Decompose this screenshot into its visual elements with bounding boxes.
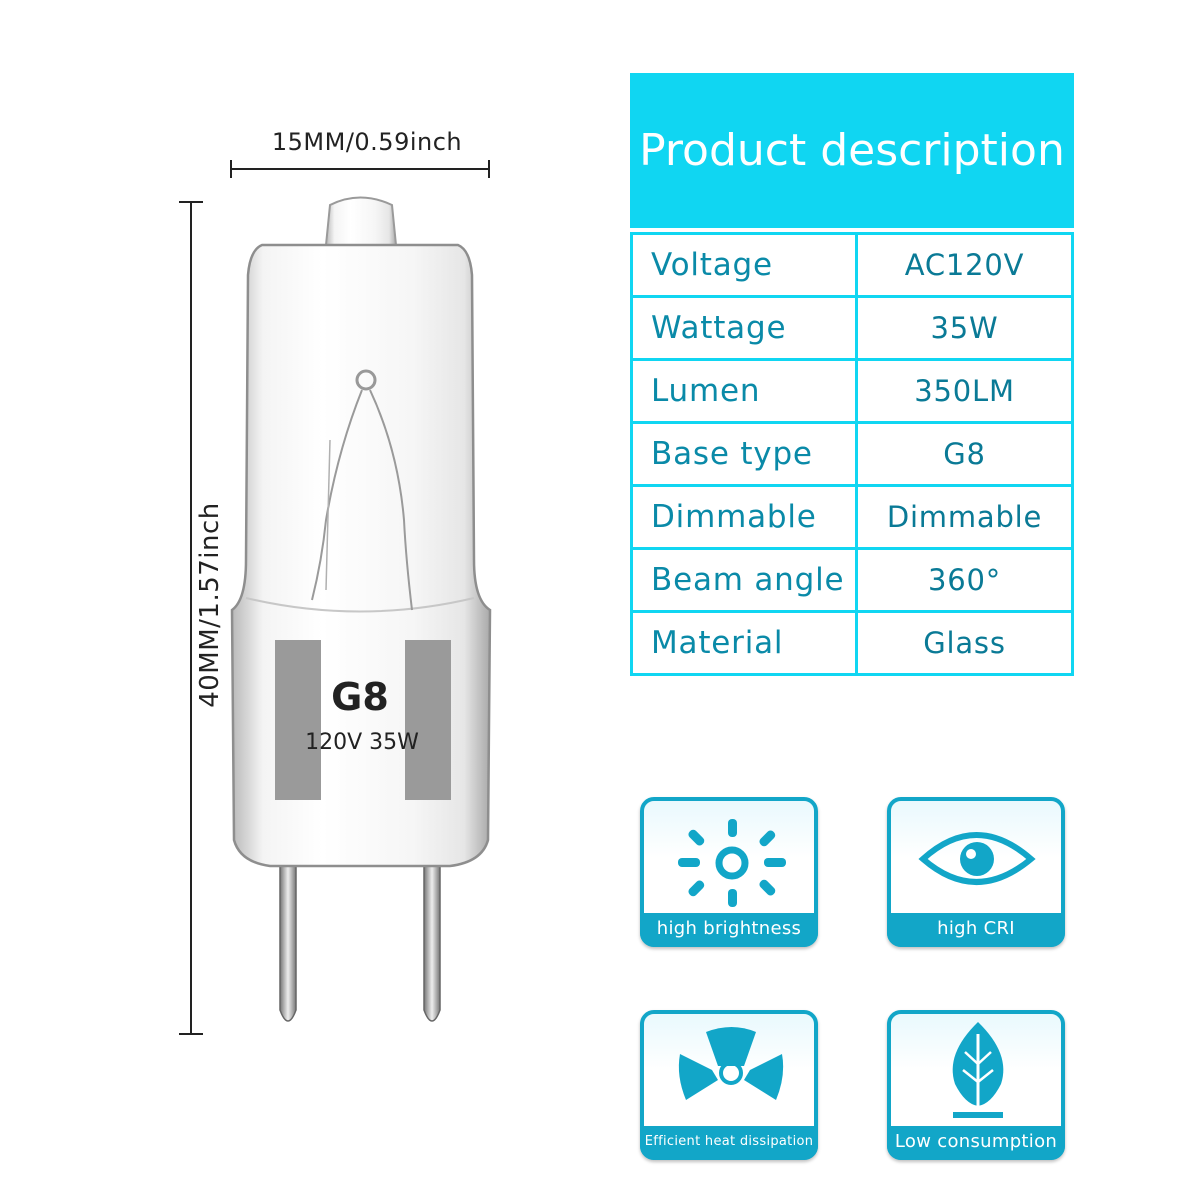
spec-key: Beam angle <box>630 547 858 613</box>
spec-key: Lumen <box>630 358 858 424</box>
spec-table: Voltage AC120V Wattage 35W Lumen 350LM B… <box>630 232 1074 676</box>
feature-label: Low consumption <box>887 1126 1065 1160</box>
spec-row-wattage: Wattage 35W <box>630 295 1074 361</box>
eye-icon <box>918 832 1036 885</box>
bulb-drawing <box>230 196 492 1022</box>
spec-value: 360° <box>855 547 1074 613</box>
spec-key: Voltage <box>630 232 858 298</box>
spec-row-beam-angle: Beam angle 360° <box>630 547 1074 613</box>
feature-heat-dissipation: Efficient heat dissipation <box>640 1010 818 1160</box>
spec-key: Base type <box>630 421 858 487</box>
spec-row-material: Material Glass <box>630 610 1074 676</box>
g8-bulb-illustration: G8 120V 35W <box>180 190 540 1044</box>
spec-row-lumen: Lumen 350LM <box>630 358 1074 424</box>
width-dimension-line <box>230 160 490 178</box>
leaf-icon <box>952 1022 1004 1118</box>
fan-icon <box>678 1027 784 1100</box>
spec-row-base-type: Base type G8 <box>630 421 1074 487</box>
feature-label: high CRI <box>887 913 1065 947</box>
bulb-rating-label: 120V 35W <box>305 730 419 755</box>
spec-value: Dimmable <box>855 484 1074 550</box>
spec-value: Glass <box>855 610 1074 676</box>
width-dimension-label: 15MM/0.59inch <box>271 128 463 156</box>
spec-value: 35W <box>855 295 1074 361</box>
feature-low-consumption: Low consumption <box>887 1010 1065 1160</box>
height-dimension-line <box>179 201 203 1035</box>
spec-row-dimmable: Dimmable Dimmable <box>630 484 1074 550</box>
spec-value: AC120V <box>855 232 1074 298</box>
sun-icon <box>678 819 786 907</box>
bulb-base-label: G8 <box>331 675 389 719</box>
spec-key: Material <box>630 610 858 676</box>
feature-high-brightness: high brightness <box>640 797 818 947</box>
feature-label: high brightness <box>640 913 818 947</box>
feature-high-cri: high CRI <box>887 797 1065 947</box>
spec-row-voltage: Voltage AC120V <box>630 232 1074 298</box>
spec-value: 350LM <box>855 358 1074 424</box>
spec-key: Wattage <box>630 295 858 361</box>
feature-label: Efficient heat dissipation <box>640 1126 818 1160</box>
product-description-title: Product description <box>630 73 1074 228</box>
spec-key: Dimmable <box>630 484 858 550</box>
spec-value: G8 <box>855 421 1074 487</box>
